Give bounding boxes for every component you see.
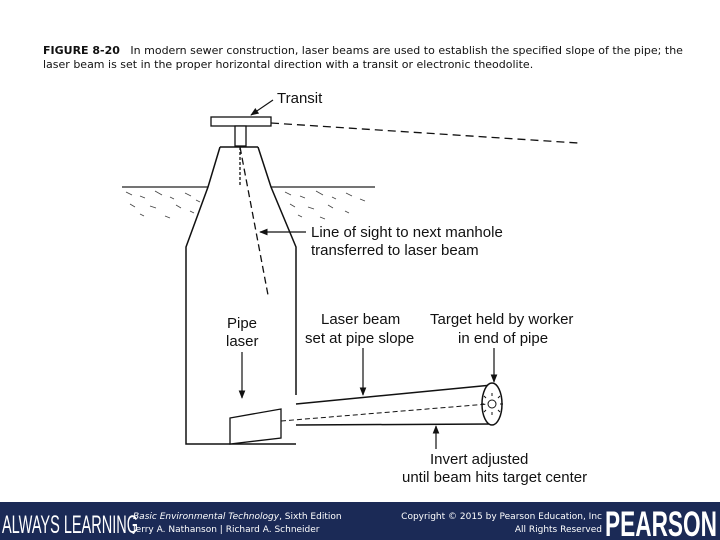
rights-line: All Rights Reserved <box>514 525 602 535</box>
target-icon <box>481 393 503 415</box>
transit-line-of-sight <box>270 122 579 144</box>
figure-caption: FIGURE 8-20 In modern sewer construction… <box>43 44 693 72</box>
ground-surface <box>122 186 375 220</box>
label-laser-beam-1: Laser beam <box>321 311 400 328</box>
manhole-shaft <box>185 146 297 445</box>
transit-instrument <box>210 116 272 187</box>
sewer-pipe <box>295 382 503 426</box>
label-line-of-sight-1: Line of sight to next manhole <box>311 224 503 241</box>
pipe-laser-device <box>229 408 282 445</box>
laser-beam <box>280 403 489 422</box>
label-transit: Transit <box>277 90 323 107</box>
svg-text:PEARSON: PEARSON <box>605 505 717 540</box>
footer-bar: ALWAYS LEARNING Basic Environmental Tech… <box>0 502 720 540</box>
svg-text:ALWAYS LEARNING: ALWAYS LEARNING <box>2 511 138 539</box>
book-title: Basic Environmental Technology <box>133 512 280 522</box>
label-pipe-laser-1: Pipe <box>227 315 257 332</box>
label-target-1: Target held by worker <box>430 311 573 328</box>
figure-label: FIGURE 8-20 <box>43 44 120 57</box>
book-authors: Jerry A. Nathanson | Richard A. Schneide… <box>133 525 320 535</box>
sewer-laser-diagram: Transit Line of sight to next manhole tr… <box>122 90 587 486</box>
transferred-sight-line <box>239 146 269 296</box>
label-invert-2: until beam hits target center <box>402 469 587 486</box>
book-edition: , Sixth Edition <box>279 512 342 522</box>
copyright-line: Copyright © 2015 by Pearson Education, I… <box>401 512 602 522</box>
label-laser-beam-2: set at pipe slope <box>305 330 414 347</box>
pearson-logo: PEARSON <box>605 505 717 540</box>
figure-caption-text: In modern sewer construction, laser beam… <box>43 44 683 71</box>
arrow-transit <box>250 99 274 116</box>
always-learning-logo: ALWAYS LEARNING <box>2 511 138 539</box>
label-target-2: in end of pipe <box>458 330 548 347</box>
label-line-of-sight-2: transferred to laser beam <box>311 242 479 259</box>
label-invert-1: Invert adjusted <box>430 451 528 468</box>
copyright-notice: Copyright © 2015 by Pearson Education, I… <box>401 511 602 537</box>
label-pipe-laser-2: laser <box>226 333 259 350</box>
book-credit: Basic Environmental Technology, Sixth Ed… <box>133 511 342 537</box>
